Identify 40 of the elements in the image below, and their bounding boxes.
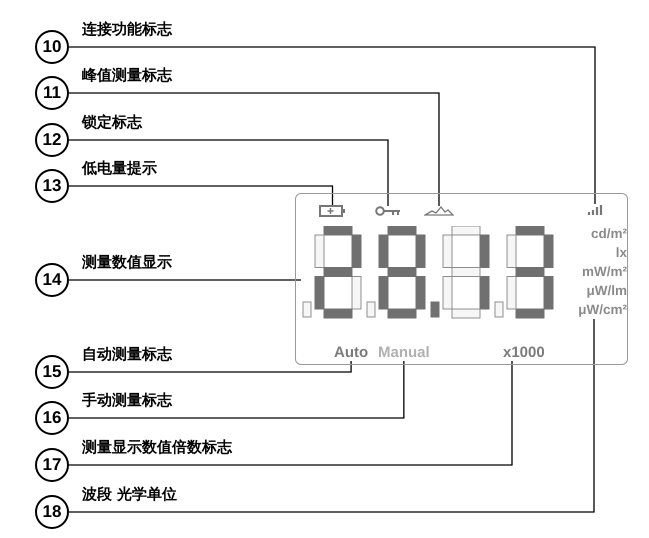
key-icon bbox=[375, 206, 401, 216]
callout-number: 16 bbox=[35, 401, 69, 435]
description-label: 峰值测量标志 bbox=[82, 66, 172, 85]
leader-line bbox=[69, 92, 440, 206]
unit-label: lx bbox=[616, 244, 627, 262]
battery-icon bbox=[319, 205, 346, 217]
leader-line bbox=[69, 185, 334, 205]
description-label: 自动测量标志 bbox=[82, 345, 172, 364]
callout-number: 10 bbox=[35, 30, 69, 64]
description-label: 测量数值显示 bbox=[82, 253, 172, 272]
peak-icon bbox=[424, 206, 454, 216]
description-label: 低电量提示 bbox=[82, 159, 157, 178]
description-label: 锁定标志 bbox=[82, 113, 142, 132]
callout-number: 13 bbox=[35, 169, 69, 203]
leader-line bbox=[69, 279, 301, 281]
unit-label: mW/m² bbox=[582, 263, 627, 281]
description-label: 手动测量标志 bbox=[82, 391, 172, 410]
leader-line bbox=[69, 139, 389, 206]
callout-number: 11 bbox=[35, 76, 69, 110]
mode-label: Auto bbox=[334, 345, 368, 361]
mode-label: Manual bbox=[378, 345, 430, 361]
unit-label: μW/lm bbox=[586, 282, 627, 300]
unit-label: cd/m² bbox=[590, 225, 627, 243]
leader-line bbox=[69, 46, 596, 204]
unit-label: μW/cm² bbox=[578, 301, 627, 319]
multiplier-label: x1000 bbox=[503, 345, 545, 361]
leader-line bbox=[69, 319, 595, 513]
callout-number: 12 bbox=[35, 123, 69, 157]
callout-number: 14 bbox=[35, 263, 69, 297]
leader-line bbox=[69, 361, 352, 373]
description-label: 连接功能标志 bbox=[82, 20, 172, 39]
callout-number: 15 bbox=[35, 355, 69, 389]
leader-line bbox=[69, 361, 404, 419]
signal-icon bbox=[587, 204, 603, 216]
description-label: 波段 光学单位 bbox=[82, 485, 178, 504]
lcd-panel bbox=[295, 193, 628, 365]
leader-line bbox=[69, 361, 513, 466]
callout-number: 18 bbox=[35, 495, 69, 529]
description-label: 测量显示数值倍数标志 bbox=[82, 438, 232, 457]
callout-number: 17 bbox=[35, 448, 69, 482]
